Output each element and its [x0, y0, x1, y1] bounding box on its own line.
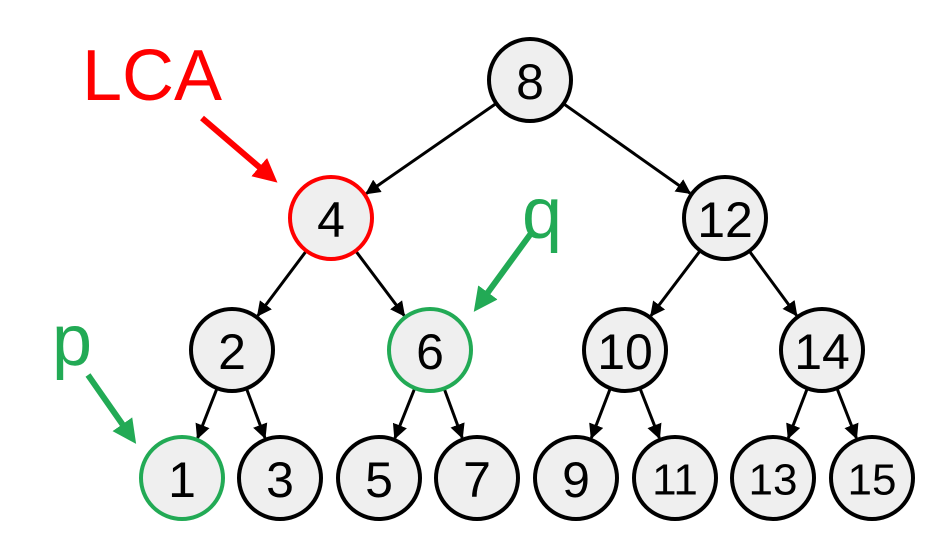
- edge-n12-n14: [748, 250, 798, 317]
- tree-node-11: 11: [632, 435, 718, 521]
- edge-n4-n6: [354, 249, 406, 317]
- node-circle: [682, 175, 768, 261]
- node-circle: [139, 435, 225, 521]
- edge-n10-n9: [589, 387, 612, 440]
- tree-node-15: 15: [829, 435, 915, 521]
- node-label: 13: [749, 456, 798, 505]
- node-circle: [829, 435, 915, 521]
- edge-n8-n12: [562, 102, 692, 195]
- node-label: 15: [848, 456, 897, 505]
- tree-node-4: 4: [288, 175, 374, 261]
- tree-node-2: 2: [189, 307, 275, 393]
- node-label: 10: [597, 324, 653, 380]
- node-label: 6: [416, 324, 444, 380]
- edge-n12-n10: [649, 249, 702, 317]
- edge-n14-n13: [786, 387, 809, 440]
- node-circle: [632, 435, 718, 521]
- edge-n10-n11: [638, 387, 662, 440]
- node-label: 11: [652, 456, 698, 505]
- tree-node-12: 12: [682, 175, 768, 261]
- tree-node-10: 10: [582, 307, 668, 393]
- tree-node-3: 3: [237, 435, 323, 521]
- p-arrow-icon: [85, 373, 137, 444]
- tree-node-7: 7: [434, 435, 520, 521]
- node-circle: [582, 307, 668, 393]
- node-circle: [237, 435, 323, 521]
- lca-arrow-icon: [200, 115, 278, 183]
- node-circle: [533, 435, 619, 521]
- lca-annotation: LCA: [82, 36, 278, 183]
- node-circle: [730, 435, 816, 521]
- node-label: 7: [463, 452, 491, 508]
- p-label: p: [52, 301, 92, 381]
- node-label: 3: [266, 452, 294, 508]
- tree-node-6: 6: [387, 307, 473, 393]
- edge-n6-n5: [392, 387, 417, 440]
- edge-n4-n2: [256, 249, 308, 317]
- node-label: 4: [317, 192, 345, 248]
- node-label: 9: [562, 452, 590, 508]
- edge-n2-n3: [244, 387, 268, 440]
- node-label: 2: [218, 324, 246, 380]
- node-circle: [288, 175, 374, 261]
- node-label: 12: [697, 192, 753, 248]
- node-circle: [487, 37, 573, 123]
- node-label: 8: [516, 54, 544, 110]
- node-circle: [434, 435, 520, 521]
- node-label: 5: [365, 452, 393, 508]
- edge-n6-n7: [442, 387, 465, 440]
- lca-label: LCA: [82, 36, 222, 116]
- q-annotation: q: [473, 174, 562, 312]
- tree-edges: [195, 102, 859, 440]
- node-label: 14: [794, 324, 850, 380]
- node-circle: [387, 307, 473, 393]
- node-circle: [189, 307, 275, 393]
- tree-node-9: 9: [533, 435, 619, 521]
- tree-node-5: 5: [336, 435, 422, 521]
- edge-n8-n4: [365, 102, 498, 195]
- node-circle: [336, 435, 422, 521]
- edge-n2-n1: [195, 387, 219, 440]
- p-annotation: p: [52, 301, 137, 444]
- node-label: 1: [168, 452, 196, 508]
- tree-node-13: 13: [730, 435, 816, 521]
- edge-n14-n15: [835, 387, 859, 440]
- tree-node-8: 8: [487, 37, 573, 123]
- node-circle: [779, 307, 865, 393]
- q-arrow-icon: [473, 230, 535, 312]
- tree-node-14: 14: [779, 307, 865, 393]
- tree-node-1: 1: [139, 435, 225, 521]
